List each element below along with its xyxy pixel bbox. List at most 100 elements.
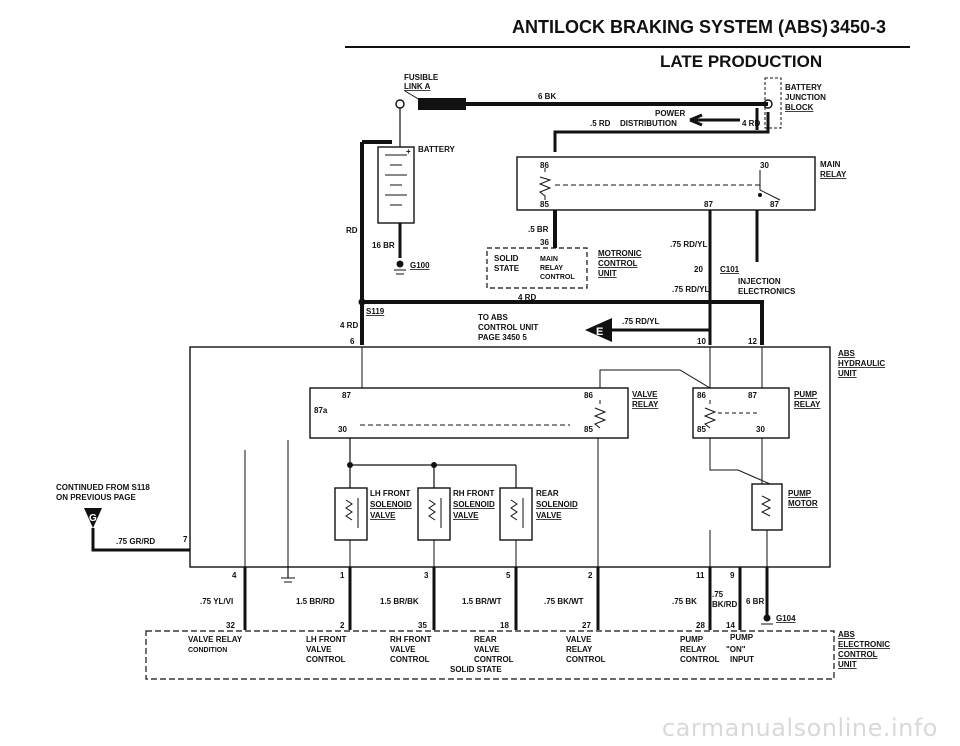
pump-relay-pin-85: 85 (697, 425, 706, 434)
lh-front-label-3: VALVE (370, 511, 396, 520)
injection-label-1: INJECTION (738, 277, 781, 286)
ecu-label-1: ABS (838, 630, 856, 639)
pin-3: 3 (424, 571, 429, 580)
battery-junction-label-2: JUNCTION (785, 93, 826, 102)
ecu-col6-2: RELAY (680, 645, 707, 654)
pump-relay-pin-86: 86 (697, 391, 706, 400)
rear-label-2: SOLENOID (536, 500, 578, 509)
ecu-col3-2: VALVE (390, 645, 416, 654)
pin-7: 7 (183, 535, 188, 544)
pump-motor-label-2: MOTOR (788, 499, 818, 508)
wire-75rdyl-b-label: .75 RD/YL (672, 285, 709, 294)
wire-15brwt-label: 1.5 BR/WT (462, 597, 502, 606)
pin-18: 18 (500, 621, 509, 630)
ecu-col2-2: VALVE (306, 645, 332, 654)
ecu-col5-3: CONTROL (566, 655, 606, 664)
wire-5br-label: .5 BR (528, 225, 549, 234)
ecu-col4-1: REAR (474, 635, 497, 644)
ecu-col2-3: CONTROL (306, 655, 346, 664)
wire-15brrd-label: 1.5 BR/RD (296, 597, 335, 606)
ground-g100-label: G100 (410, 261, 430, 270)
pin-12: 12 (748, 337, 757, 346)
battery: + BATTERY 16 BR RD (346, 108, 456, 300)
fusible-link-label-1: FUSIBLE (404, 73, 439, 82)
power-distribution: POWER DISTRIBUTION .5 RD 4 RD (553, 108, 770, 152)
motronic-label-3: UNIT (598, 269, 617, 278)
main-relay-pin-85: 85 (540, 200, 549, 209)
pin-28: 28 (696, 621, 705, 630)
motronic-control-unit: SOLID STATE MAIN RELAY CONTROL MOTRONIC … (486, 247, 642, 289)
wire-4rd-left-label: 4 RD (340, 321, 358, 330)
watermark: carmanualsonline.info (661, 714, 938, 742)
continued-label-1: CONTINUED FROM S118 (56, 483, 150, 492)
connector-c101-label: C101 (720, 265, 740, 274)
ecu-col3-3: CONTROL (390, 655, 430, 664)
battery-plus: + (406, 147, 411, 156)
hydraulic-label-3: UNIT (838, 369, 857, 378)
ecu-col2-1: LH FRONT (306, 635, 347, 644)
pin-4: 4 (232, 571, 237, 580)
continued-from-s118: CONTINUED FROM S118 ON PREVIOUS PAGE G .… (56, 483, 190, 552)
ecu-col3-1: RH FRONT (390, 635, 431, 644)
main-relay-pin-87: 87 (704, 200, 713, 209)
rear-solenoid-valve: REAR SOLENOID VALVE (499, 487, 578, 541)
wire-rd-label: RD (346, 226, 358, 235)
ground-g104-label: G104 (776, 614, 796, 623)
pump-relay-label-1: PUMP (794, 390, 818, 399)
main-relay-pin-87b: 87 (770, 200, 779, 209)
abs-hydraulic-unit-box (189, 346, 831, 568)
valve-relay-pin-87: 87 (342, 391, 351, 400)
valve-relay-pin-85: 85 (584, 425, 593, 434)
pin-6: 6 (350, 337, 355, 346)
solid-state-label-2: STATE (494, 264, 520, 273)
valve-relay-label-2: RELAY (632, 400, 659, 409)
callout-g: G (89, 513, 97, 524)
abs-electronic-control-unit-box (145, 630, 835, 680)
to-abs-label-3: PAGE 3450 5 (478, 333, 527, 342)
rh-front-solenoid-valve: RH FRONT SOLENOID VALVE (417, 487, 495, 541)
wire-6bk-label: 6 BK (538, 92, 556, 101)
lh-front-label-2: SOLENOID (370, 500, 412, 509)
pump-motor-label-1: PUMP (788, 489, 812, 498)
ecu-col6-3: CONTROL (680, 655, 720, 664)
ecu-col7-1: PUMP (730, 633, 754, 642)
main-relay: MAIN RELAY 86 30 85 87 87 (516, 156, 847, 211)
ecu-label-3: CONTROL (838, 650, 878, 659)
rh-front-label-1: RH FRONT (453, 489, 494, 498)
wire-16br-label: 16 BR (372, 241, 395, 250)
main-relay-ctrl-1: MAIN (540, 256, 558, 263)
ecu-col4-3: CONTROL (474, 655, 514, 664)
wire-5rd-label: .5 RD (590, 119, 611, 128)
fusible-link-label-2: LINK A (404, 82, 431, 91)
wire-4rd-top-label: 4 RD (742, 119, 760, 128)
valve-relay-pin-30: 30 (338, 425, 347, 434)
main-relay-ctrl-3: CONTROL (540, 274, 575, 281)
fusible-link-a: FUSIBLE LINK A 6 BK (395, 73, 768, 110)
pump-relay-pin-30: 30 (756, 425, 765, 434)
pin-20: 20 (694, 265, 703, 274)
power-dist-label-2: DISTRIBUTION (620, 119, 677, 128)
pin-1: 1 (340, 571, 345, 580)
callout-e: E (596, 326, 603, 338)
splice-s119-label: S119 (366, 307, 385, 316)
rh-front-label-3: VALVE (453, 511, 479, 520)
wire-75rdyl-c-label: .75 RD/YL (622, 317, 659, 326)
valve-relay-pin-86: 86 (584, 391, 593, 400)
wire-75bkwt-label: .75 BK/WT (544, 597, 584, 606)
pin-27: 27 (582, 621, 591, 630)
battery-junction-label-1: BATTERY (785, 83, 823, 92)
pin-36: 36 (540, 238, 549, 247)
pin-10: 10 (697, 337, 706, 346)
valve-relay-label-1: VALVE (632, 390, 658, 399)
pump-relay-label-2: RELAY (794, 400, 821, 409)
pump-relay-pin-87: 87 (748, 391, 757, 400)
to-abs-control-unit-ref: TO ABS CONTROL UNIT PAGE 3450 5 E .75 RD… (478, 313, 710, 342)
lh-front-solenoid-valve: LH FRONT SOLENOID VALVE (334, 487, 412, 541)
valve-relay-pin-87a: 87a (314, 406, 328, 415)
solid-state-label-1: SOLID (494, 254, 519, 263)
to-abs-label-2: CONTROL UNIT (478, 323, 538, 332)
rh-front-label-2: SOLENOID (453, 500, 495, 509)
wire-15brbk-label: 1.5 BR/BK (380, 597, 419, 606)
wire-75rdyl-a-label: .75 RD/YL (670, 240, 707, 249)
